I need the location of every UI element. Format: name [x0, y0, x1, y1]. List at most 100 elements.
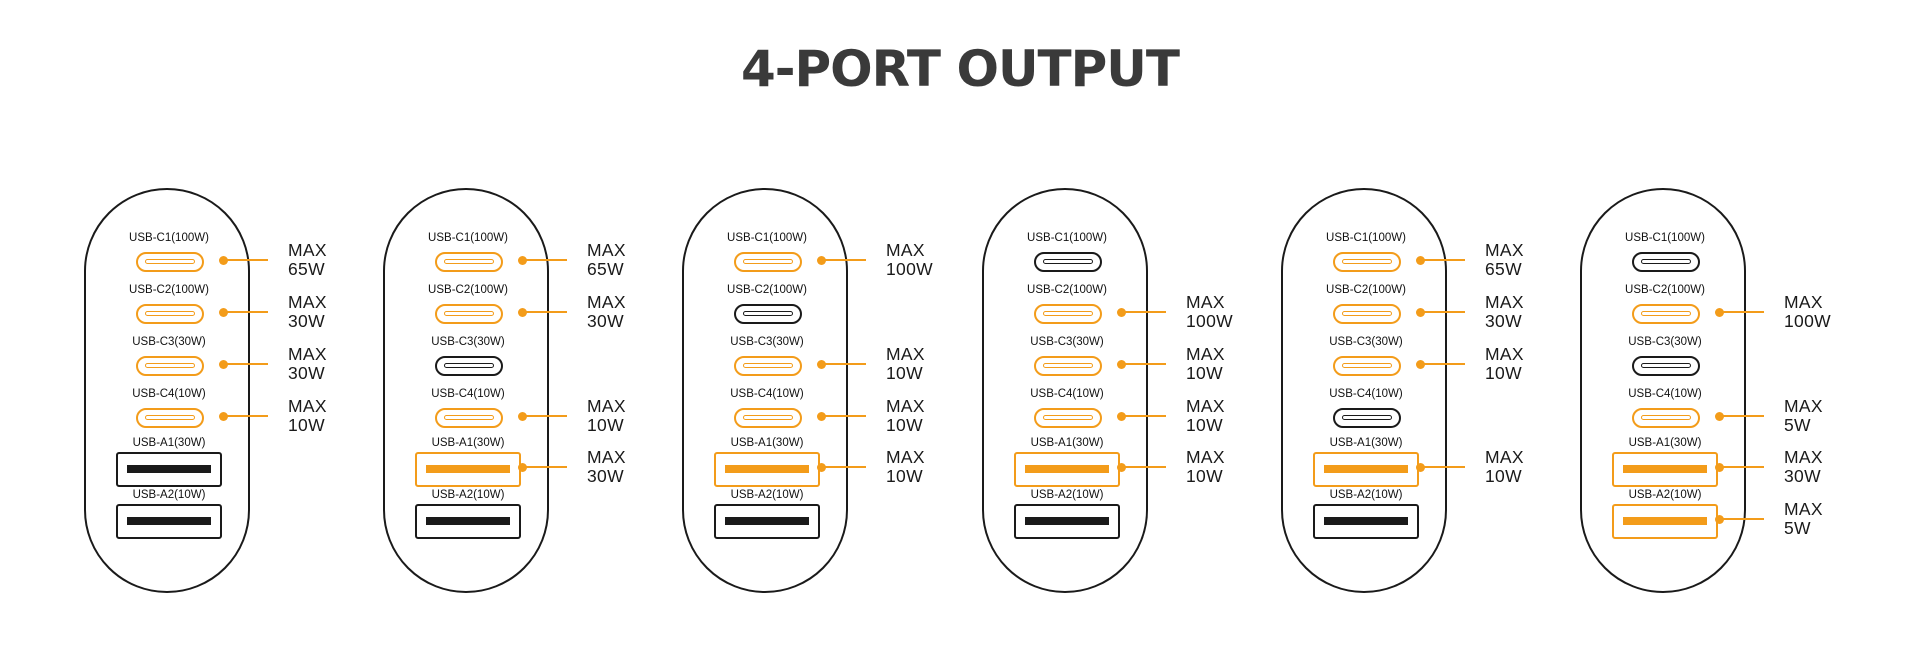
- usb-c-port-icon: [1034, 304, 1102, 324]
- usb-a-port-icon: [116, 504, 222, 539]
- connector-line: [1421, 259, 1465, 261]
- connector-line: [1421, 363, 1465, 365]
- connector-dot: [817, 412, 826, 421]
- usb-c-port-icon: [1034, 408, 1102, 428]
- connector-dot: [817, 463, 826, 472]
- usb-c-port-icon: [435, 304, 503, 324]
- connector-dot: [1715, 463, 1724, 472]
- usb-c-port-icon: [734, 252, 802, 272]
- connector-line: [1122, 466, 1166, 468]
- port-label: USB-C1(100W): [1027, 232, 1107, 244]
- port-label: USB-C4(10W): [1628, 388, 1702, 400]
- port-label: USB-A2(10W): [1329, 489, 1403, 501]
- connector-dot: [1715, 515, 1724, 524]
- port-label: USB-C1(100W): [1625, 232, 1705, 244]
- usb-a-port-icon: [1612, 452, 1718, 487]
- usb-c-port-icon: [1034, 252, 1102, 272]
- connector-dot: [817, 360, 826, 369]
- connector-dot: [1117, 412, 1126, 421]
- usb-c-port-icon: [136, 304, 204, 324]
- usb-a-port-icon: [1612, 504, 1718, 539]
- port-label: USB-A1(30W): [431, 437, 505, 449]
- port-label: USB-C3(30W): [1329, 336, 1403, 348]
- port-label: USB-C3(30W): [730, 336, 804, 348]
- page-title: 4-PORT OUTPUT: [740, 40, 1180, 98]
- connector-dot: [518, 463, 527, 472]
- connector-line: [822, 363, 866, 365]
- usb-a-port-icon: [714, 452, 820, 487]
- usb-a-port-icon: [1014, 452, 1120, 487]
- connector-dot: [219, 308, 228, 317]
- connector-dot: [1117, 360, 1126, 369]
- connector-line: [523, 259, 567, 261]
- connector-line: [1720, 518, 1764, 520]
- usb-c-port-icon: [136, 356, 204, 376]
- port-label: USB-C4(10W): [132, 388, 206, 400]
- port-label: USB-C3(30W): [431, 336, 505, 348]
- connector-dot: [817, 256, 826, 265]
- usb-a-port-icon: [714, 504, 820, 539]
- usb-c-port-icon: [1632, 408, 1700, 428]
- charger-config-5: USB-C1(100W)USB-C2(100W)USB-C3(30W)USB-C…: [1281, 188, 1581, 598]
- usb-c-port-icon: [1333, 252, 1401, 272]
- connector-line: [224, 311, 268, 313]
- port-label: USB-A1(30W): [1030, 437, 1104, 449]
- connector-line: [1421, 311, 1465, 313]
- connector-dot: [1715, 412, 1724, 421]
- connector-dot: [1416, 360, 1425, 369]
- connector-dot: [219, 256, 228, 265]
- connector-dot: [1715, 308, 1724, 317]
- connector-line: [1122, 415, 1166, 417]
- connector-line: [1122, 363, 1166, 365]
- usb-a-port-icon: [1313, 452, 1419, 487]
- connector-line: [1122, 311, 1166, 313]
- connector-line: [822, 415, 866, 417]
- usb-c-port-icon: [136, 408, 204, 428]
- connector-line: [523, 311, 567, 313]
- port-label: USB-A1(30W): [730, 437, 804, 449]
- connector-dot: [518, 412, 527, 421]
- port-label: USB-C3(30W): [1030, 336, 1104, 348]
- port-label: USB-C4(10W): [431, 388, 505, 400]
- charger-body: USB-C1(100W)USB-C2(100W)USB-C3(30W)USB-C…: [383, 188, 549, 593]
- usb-a-port-icon: [1313, 504, 1419, 539]
- charger-body: USB-C1(100W) USB-C2(100W) USB-C3(30W) USB-C…: [1580, 188, 1746, 593]
- usb-c-port-icon: [1333, 304, 1401, 324]
- port-label: USB-A2(10W): [1628, 489, 1702, 501]
- usb-c-port-icon: [734, 408, 802, 428]
- connector-line: [1720, 415, 1764, 417]
- port-label: USB-C3(30W): [1628, 336, 1702, 348]
- charger-body: USB-C1(100W)USB-C2(100W)USB-C3(30W)USB-C…: [982, 188, 1148, 593]
- usb-c-port-icon: [734, 356, 802, 376]
- port-label: USB-A1(30W): [1628, 437, 1702, 449]
- port-label: USB-C2(100W): [428, 284, 508, 296]
- port-label: USB-C2(100W): [1625, 284, 1705, 296]
- usb-c-port-icon: [435, 408, 503, 428]
- connector-line: [1720, 466, 1764, 468]
- charger-config-2: USB-C1(100W)USB-C2(100W)USB-C3(30W)USB-C…: [383, 188, 683, 598]
- connector-dot: [518, 256, 527, 265]
- usb-c-port-icon: [435, 356, 503, 376]
- charger-config-4: USB-C1(100W)USB-C2(100W)USB-C3(30W)USB-C…: [982, 188, 1282, 598]
- charger-body: USB-C1(100W)USB-C2(100W)USB-C3(30W)USB-C…: [1281, 188, 1447, 593]
- port-label: USB-C4(10W): [730, 388, 804, 400]
- port-label: USB-C4(10W): [1030, 388, 1104, 400]
- charger-body: USB-C1(100W)USB-C2(100W)USB-C3(30W)USB-C…: [84, 188, 250, 593]
- connector-line: [224, 363, 268, 365]
- connector-dot: [219, 412, 228, 421]
